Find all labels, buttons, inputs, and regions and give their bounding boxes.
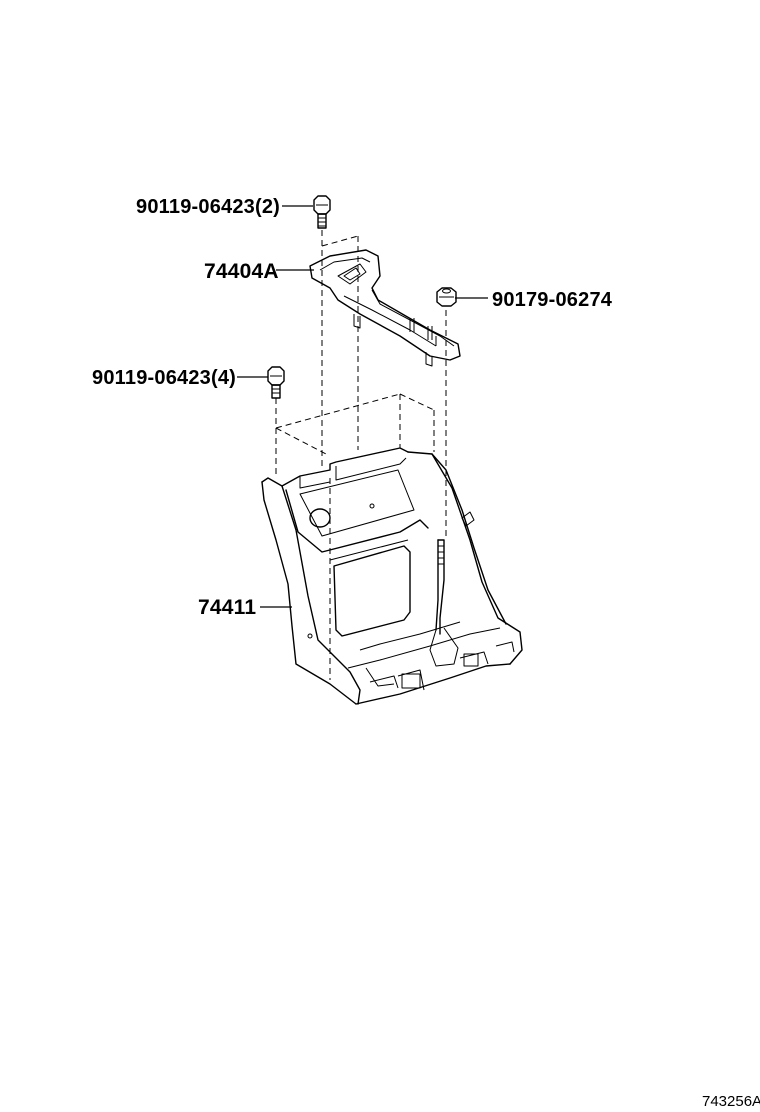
- diagram-id: 743256A: [702, 1093, 760, 1110]
- assembly-dashed-lines: [275, 230, 447, 680]
- callout-bracket[interactable]: 74404A: [204, 260, 279, 283]
- battery-tray-icon[interactable]: [261, 447, 523, 705]
- bolt-lower-icon[interactable]: [267, 366, 285, 399]
- bolt-upper-icon[interactable]: [313, 195, 331, 229]
- callout-tray[interactable]: 74411: [198, 596, 256, 619]
- callout-nut[interactable]: 90179-06274: [492, 289, 613, 311]
- callout-bolt-upper[interactable]: 90119-06423(2): [136, 196, 280, 218]
- callout-bolt-lower[interactable]: 90119-06423(4): [92, 367, 236, 389]
- nut-icon[interactable]: [436, 287, 457, 307]
- bracket-icon[interactable]: [309, 249, 461, 367]
